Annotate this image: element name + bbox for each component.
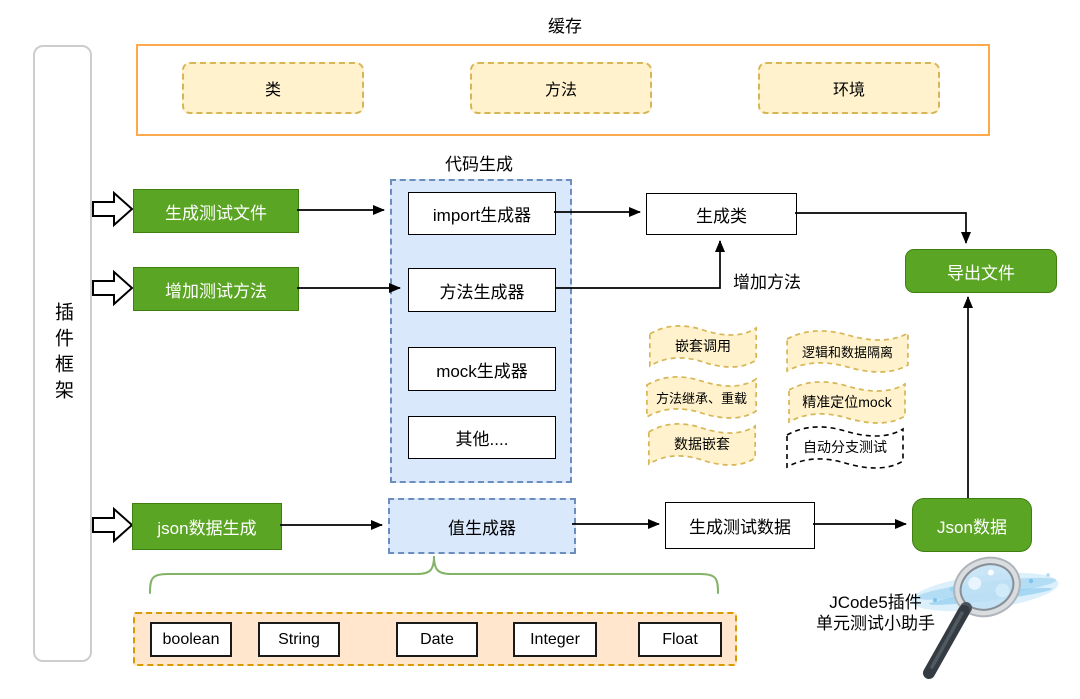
wave-shape-icon <box>647 420 757 468</box>
method-generator-box: 方法生成器 <box>408 268 556 312</box>
value-types-container <box>133 612 737 666</box>
other-generator-box: 其他.... <box>408 416 556 459</box>
json-data-generation-box: json数据生成 <box>132 503 282 550</box>
generate-test-data-box: 生成测试数据 <box>665 502 815 549</box>
export-file-box: 导出文件 <box>905 249 1057 293</box>
wave-shape-icon <box>785 327 910 375</box>
add-method-label: 增加方法 <box>733 272 801 292</box>
feature-data-nesting: 数据嵌套 <box>647 420 757 468</box>
generate-test-file-box: 生成测试文件 <box>133 189 299 233</box>
import-generator-box: import生成器 <box>408 192 556 235</box>
wave-shape-icon <box>785 423 905 471</box>
cache-item-method: 方法 <box>470 62 652 114</box>
type-string-box: String <box>258 622 340 657</box>
mock-generator-box: mock生成器 <box>408 347 556 391</box>
block-arrow-icon <box>92 506 134 544</box>
brand-line2: 单元测试小助手 <box>816 614 935 633</box>
json-data-box: Json数据 <box>912 498 1032 552</box>
magnifier-icon <box>911 556 1059 679</box>
plugin-framework-label: 插件框架 <box>52 301 73 406</box>
add-test-method-box: 增加测试方法 <box>133 267 299 311</box>
type-date-box: Date <box>396 622 478 657</box>
type-float-box: Float <box>638 622 722 657</box>
wave-shape-icon <box>648 322 758 370</box>
value-generator-box: 值生成器 <box>388 498 576 554</box>
type-integer-box: Integer <box>513 622 597 657</box>
branding-text: JCode5插件 单元测试小助手 <box>788 592 963 634</box>
block-arrow-icon <box>92 269 134 307</box>
feature-precise-mock: 精准定位mock <box>787 378 907 426</box>
type-boolean-box: boolean <box>150 622 232 657</box>
brace-shape <box>149 555 719 594</box>
wave-shape-icon <box>787 378 907 426</box>
cache-item-class: 类 <box>182 62 364 114</box>
feature-nested-call: 嵌套调用 <box>648 322 758 370</box>
feature-logic-data-isolation: 逻辑和数据隔离 <box>785 327 910 375</box>
cache-item-environment: 环境 <box>758 62 940 114</box>
feature-auto-branch-test: 自动分支测试 <box>785 423 905 471</box>
cache-title: 缓存 <box>548 16 582 36</box>
block-arrow-icon <box>92 190 134 228</box>
brand-line1: JCode5插件 <box>829 593 922 612</box>
wave-shape-icon <box>645 373 758 421</box>
code-generation-title: 代码生成 <box>445 154 513 174</box>
plugin-framework-frame: 插件框架 <box>33 45 92 662</box>
generate-class-box: 生成类 <box>646 193 797 235</box>
feature-method-inherit-overload: 方法继承、重载 <box>645 373 758 421</box>
